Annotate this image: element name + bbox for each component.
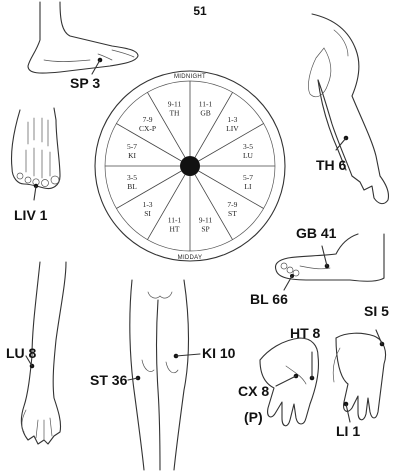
foot-side-illustration [27, 1, 139, 75]
clock-segment-meridian: BL [127, 182, 137, 191]
hands-illustration [259, 329, 387, 427]
lu8-label: LU 8 [6, 345, 37, 361]
clock-segment-time: 7-9 [227, 200, 237, 209]
clock-segment-time: 11-1 [199, 100, 213, 109]
clock-center-hub [180, 156, 200, 176]
meridian-clock-diagram: MIDNIGHT MIDDAY 11-1GB1-3LIV3-5LU5-7LI7-… [94, 70, 286, 262]
bl66-label: BL 66 [250, 291, 288, 307]
midday-label: MIDDAY [178, 255, 203, 261]
clock-segment-meridian: CX-P [139, 124, 156, 133]
clock-segment: 7-9CX-P [139, 115, 156, 133]
clock-segment-time: 7-9 [143, 115, 153, 124]
clock-segment: 7-9ST [227, 200, 237, 218]
clock-segment: 11-1HT [168, 215, 182, 233]
li1-label: LI 1 [336, 423, 361, 439]
clock-segment-time: 5-7 [243, 173, 253, 182]
clock-segment-meridian: GB [200, 109, 210, 118]
clock-spoke [116, 123, 182, 162]
clock-spoke [147, 174, 186, 240]
clock-spoke [194, 174, 233, 240]
clock-segment: 11-1GB [199, 100, 213, 118]
clock-segment-time: 9-11 [199, 215, 213, 224]
th6-label: TH 6 [316, 157, 347, 173]
clock-segment-time: 9-11 [168, 100, 182, 109]
clock-segment-time: 1-3 [227, 115, 237, 124]
clock-segment-meridian: LI [244, 182, 252, 191]
clock-segment-time: 5-7 [127, 142, 137, 151]
midnight-label: MIDNIGHT [174, 74, 206, 80]
arm-shoulder-illustration [308, 13, 390, 205]
clock-segment-meridian: LIV [226, 124, 239, 133]
cx8-p-label: (P) [244, 409, 263, 425]
clock-spoke [198, 170, 264, 209]
sp3-label: SP 3 [70, 75, 101, 91]
gb41-label: GB 41 [296, 225, 337, 241]
page-number: 51 [193, 4, 207, 18]
st36-label: ST 36 [90, 372, 128, 388]
liv1-label: LIV 1 [14, 207, 48, 223]
foot-lateral-illustration [274, 233, 385, 291]
clock-segment: 5-7LI [243, 173, 253, 191]
clock-segment: 1-3SI [143, 200, 153, 218]
clock-segment-time: 11-1 [168, 215, 182, 224]
clock-segment-meridian: ST [228, 209, 237, 218]
ki10-label: KI 10 [202, 345, 236, 361]
ht8-label: HT 8 [290, 325, 321, 341]
foot-bones-illustration [10, 107, 61, 201]
arm-hand-illustration [20, 261, 67, 445]
clock-segment-time: 3-5 [243, 142, 253, 151]
clock-segment-meridian: SP [201, 224, 209, 233]
clock-segment-meridian: HT [169, 224, 179, 233]
clock-segment-time: 3-5 [127, 173, 137, 182]
clock-segment: 5-7KI [127, 142, 137, 160]
clock-segment: 3-5LU [243, 142, 254, 160]
clock-segment-meridian: KI [128, 151, 136, 160]
clock-spoke [116, 170, 182, 209]
clock-segment-meridian: TH [169, 109, 180, 118]
clock-segment-time: 1-3 [143, 200, 153, 209]
si5-label: SI 5 [364, 303, 389, 319]
clock-spoke [147, 92, 186, 158]
clock-segment-meridian: LU [243, 151, 254, 160]
cx8-label: CX 8 [238, 383, 270, 399]
clock-segment: 3-5BL [127, 173, 137, 191]
clock-spoke [194, 92, 233, 158]
clock-segment-meridian: SI [144, 209, 151, 218]
clock-spoke [198, 123, 264, 162]
legs-illustration [127, 279, 201, 471]
